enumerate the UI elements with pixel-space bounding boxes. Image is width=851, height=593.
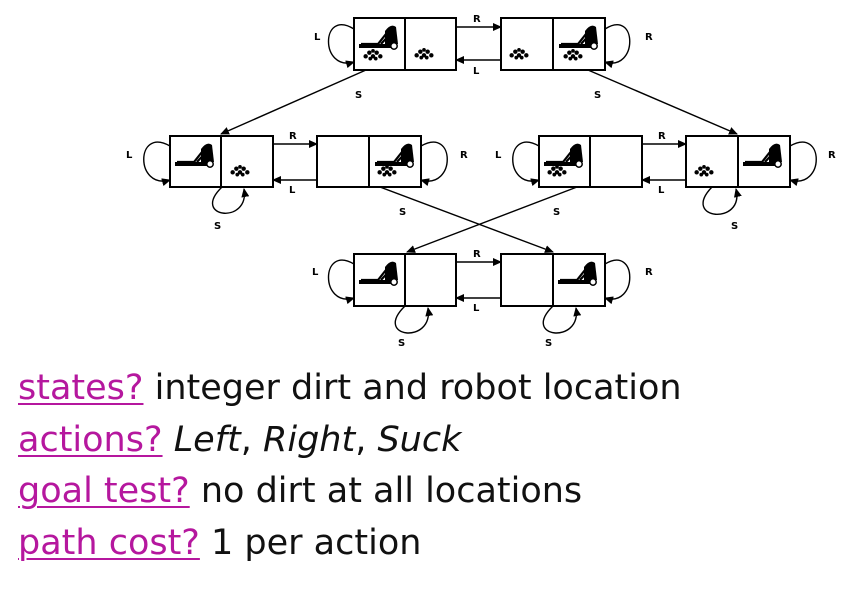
cell-a: [500, 253, 554, 307]
actions-link[interactable]: actions?: [18, 419, 163, 460]
edge-label-right: R: [473, 249, 481, 260]
self-loop-left: [327, 24, 355, 69]
edge-label-left: L: [495, 150, 502, 161]
goal-test-link[interactable]: goal test?: [18, 471, 190, 511]
edge-label-left: L: [473, 66, 480, 77]
self-loop-suck: [542, 305, 582, 334]
edge-label-suck: S: [553, 207, 560, 218]
self-loop-left: [512, 141, 540, 187]
edge-label-right: R: [473, 14, 481, 25]
edge-label-right: R: [460, 150, 468, 161]
edge-label-suck: S: [731, 221, 738, 232]
edge-label-right: R: [645, 32, 653, 43]
state-mid-3: [538, 135, 643, 188]
cell-a: [500, 17, 554, 71]
actions-row: actions? Left, Right, Suck: [18, 415, 682, 467]
self-loop-right: [604, 259, 631, 305]
edge-label-suck: S: [399, 207, 406, 218]
cell-b: [220, 135, 274, 188]
edge-label-left: L: [473, 303, 480, 314]
cell-a: [316, 135, 370, 188]
action-suck: Suck: [377, 419, 462, 460]
self-loop-left: [327, 259, 355, 305]
edge-label-left: L: [658, 185, 665, 196]
cell-b: [404, 17, 457, 71]
state-bottom-right: [500, 253, 606, 307]
cell-a: [685, 135, 739, 188]
self-loop-suck: [394, 305, 434, 334]
path-cost-link[interactable]: path cost?: [18, 522, 200, 563]
state-bottom-left: [353, 253, 457, 307]
edge-label-suck: S: [355, 90, 362, 101]
edge-label-suck: S: [214, 221, 221, 232]
goal-test-description: no dirt at all locations: [189, 471, 583, 511]
self-loop-right: [789, 141, 817, 187]
state-mid-4: [685, 135, 791, 188]
edge-label-right: R: [645, 267, 653, 278]
edge-label-suck: S: [545, 338, 552, 349]
actions-separator: ,: [355, 419, 378, 460]
state-top-right: [500, 17, 606, 71]
actions-separator: ,: [240, 419, 264, 460]
edge-label-right: R: [828, 150, 836, 161]
edge-suck: [406, 186, 578, 253]
edge-suck: [379, 186, 554, 253]
edge-label-right: R: [289, 131, 297, 142]
self-loop-suck: [702, 186, 742, 216]
edge-label-left: L: [314, 32, 321, 43]
edge-label-left: L: [312, 267, 319, 278]
path-cost-description: 1 per action: [199, 522, 422, 563]
states-row: states? integer dirt and robot location: [18, 363, 682, 415]
state-mid-1: [169, 135, 274, 188]
self-loop-suck: [212, 186, 250, 214]
actions-separator: [163, 420, 174, 460]
path-cost-row: path cost? 1 per action: [18, 518, 682, 570]
edge-label-suck: S: [398, 338, 405, 349]
goal-test-row: goal test? no dirt at all locations: [18, 466, 682, 518]
state-mid-2: [316, 135, 422, 188]
states-description: integer dirt and robot location: [143, 368, 682, 408]
states-link[interactable]: states?: [18, 368, 144, 408]
edge-suck: [220, 69, 367, 135]
state-top-left: [353, 17, 457, 71]
problem-formulation: states? integer dirt and robot location …: [18, 363, 682, 569]
action-right: Right: [263, 419, 356, 460]
edge-label-left: L: [126, 150, 133, 161]
edge-label-right: R: [658, 131, 666, 142]
edge-label-suck: S: [594, 90, 601, 101]
cell-b: [589, 135, 643, 188]
self-loop-right: [420, 141, 448, 187]
self-loop-right: [604, 24, 631, 69]
edge-suck: [587, 69, 738, 135]
action-left: Left: [173, 419, 241, 460]
cell-b: [404, 253, 457, 307]
edge-label-left: L: [289, 185, 296, 196]
self-loop-left: [143, 141, 171, 187]
vacuum-world-state-diagram: R L L R S S R L L S R R L: [126, 14, 836, 349]
